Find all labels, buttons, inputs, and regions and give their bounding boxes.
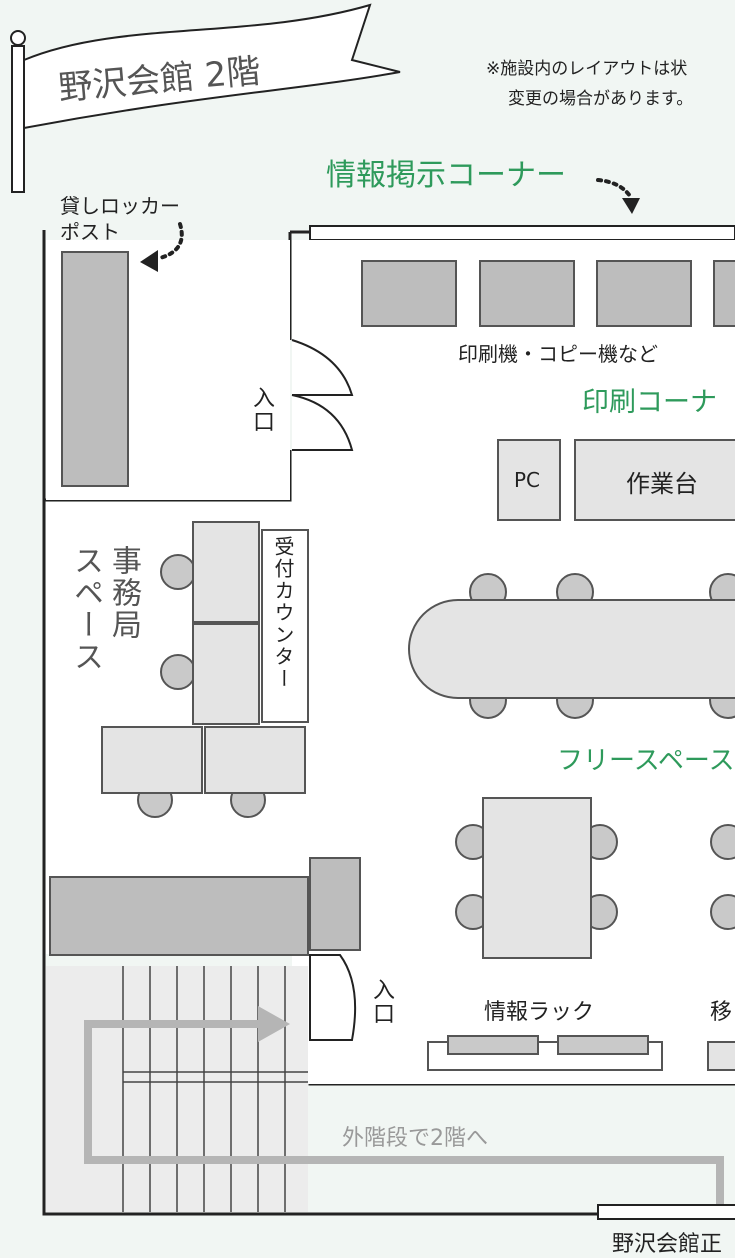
office-label-col1: 事務局 xyxy=(106,545,141,641)
stairs-label: 外階段で2階へ xyxy=(342,1126,488,1151)
reception-label: 受付カウンター xyxy=(271,536,295,690)
dotted-arrow-info xyxy=(596,178,640,214)
bottom-label: 野沢会館正 xyxy=(612,1232,723,1257)
office-label-col2: スペース xyxy=(68,545,103,673)
route-arrowhead xyxy=(258,1006,290,1042)
worktable-label: 作業台 xyxy=(626,470,698,498)
info-rack-label: 情報ラック xyxy=(484,1000,595,1025)
print-corner-label: 印刷コーナ xyxy=(582,387,717,418)
notice-line1: ※施設内のレイアウトは状 xyxy=(486,59,688,79)
pc-desk xyxy=(497,439,561,521)
notice-line2: 変更の場合があります。 xyxy=(508,89,694,109)
worktable xyxy=(574,439,735,521)
move-partial-label: 移 xyxy=(710,1000,733,1025)
locker-cabinet xyxy=(61,251,129,487)
locker-label-1: 貸しロッカー xyxy=(60,194,180,218)
free-space-table xyxy=(455,797,735,959)
dotted-arrow-locker xyxy=(140,222,184,272)
banner-flag xyxy=(10,3,401,193)
office-desks xyxy=(101,521,309,818)
entrance-label-lower: 入口 xyxy=(369,978,394,1026)
pc-label: PC xyxy=(514,468,541,492)
printers xyxy=(361,260,735,327)
printers-label: 印刷機・コピー機など xyxy=(458,342,658,366)
oval-table xyxy=(408,573,735,719)
locker-label-2: ポスト xyxy=(60,220,120,244)
entrance-label-upper: 入口 xyxy=(249,386,274,434)
storage-counter xyxy=(49,857,361,956)
front-entrance-bar xyxy=(597,1204,735,1220)
door-upper xyxy=(291,339,354,451)
door-lower xyxy=(309,954,357,1041)
info-board-label: 情報掲示コーナー xyxy=(326,158,566,193)
stairs-route-arrow xyxy=(84,1020,724,1214)
info-board xyxy=(309,225,735,241)
building-outline xyxy=(42,230,598,1216)
free-space-label: フリースペース xyxy=(557,746,735,776)
info-rack xyxy=(427,1035,735,1071)
